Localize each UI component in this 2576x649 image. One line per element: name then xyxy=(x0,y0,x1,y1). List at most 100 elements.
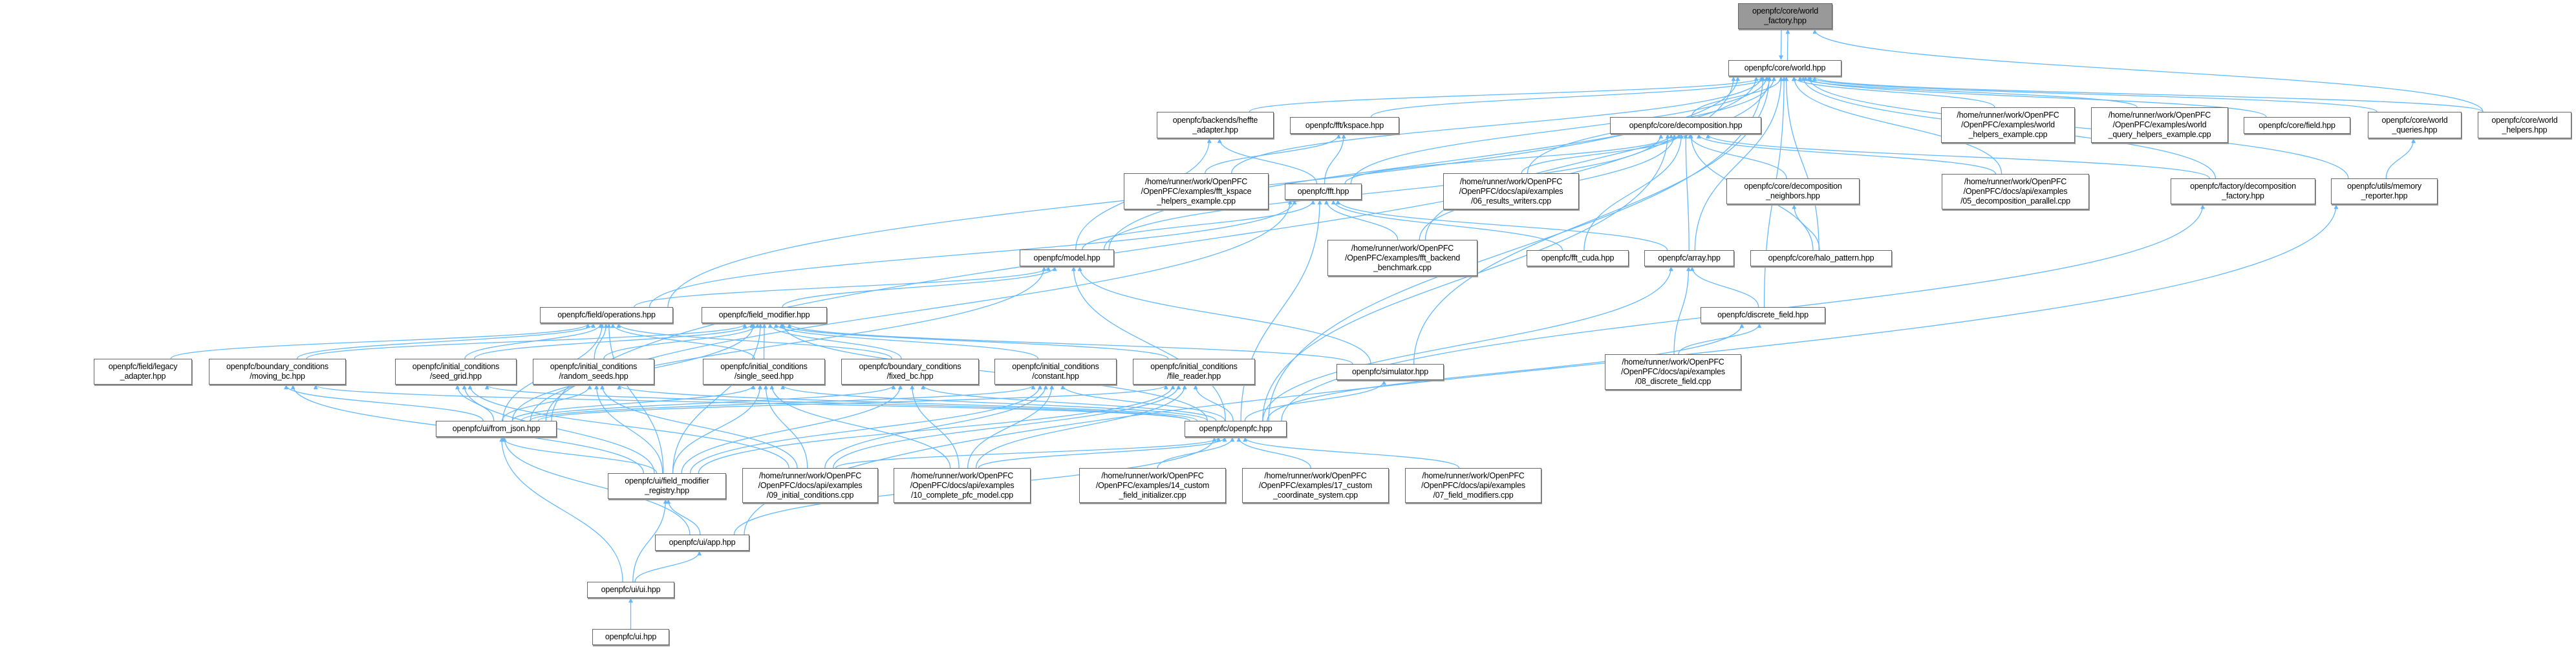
edge-model-to-decomp xyxy=(1103,134,1664,250)
graph-node-wf[interactable]: openpfc/core/world _factory.hpp xyxy=(1738,3,1832,29)
graph-node-fmod[interactable]: openpfc/field_modifier.hpp xyxy=(702,307,827,323)
graph-node-constant[interactable]: openpfc/initial_conditions /constant.hpp xyxy=(994,359,1117,385)
graph-node-memrep[interactable]: openpfc/utils/memory _reporter.hpp xyxy=(2331,178,2438,204)
edge-fromjson-to-model xyxy=(530,266,1047,421)
node-label: openpfc/fft.hpp xyxy=(1297,187,1349,196)
edge-ic09-to-single xyxy=(763,385,808,469)
graph-node-fm07[interactable]: /home/runner/work/OpenPFC /OpenPFC/docs/… xyxy=(1405,468,1541,503)
edge-memrep-to-wq xyxy=(2385,138,2416,179)
graph-node-ui[interactable]: openpfc/ui.hpp xyxy=(592,629,669,645)
edge-model-to-fft xyxy=(1082,200,1316,250)
graph-node-fixed[interactable]: openpfc/boundary_conditions /fixed_bc.hp… xyxy=(841,359,979,385)
edge-fmod-to-model xyxy=(782,266,1057,308)
edge-ops-to-model xyxy=(634,266,1051,308)
graph-node-dfield[interactable]: openpfc/discrete_field.hpp xyxy=(1701,307,1825,323)
graph-node-neigh[interactable]: openpfc/core/decomposition _neighbors.hp… xyxy=(1726,178,1860,204)
graph-node-halo[interactable]: openpfc/core/halo_pattern.hpp xyxy=(1750,250,1892,266)
graph-node-wh[interactable]: openpfc/core/world _helpers.hpp xyxy=(2478,112,2571,138)
edge-dec05-to-world xyxy=(1792,76,2002,175)
graph-node-bench[interactable]: /home/runner/work/OpenPFC /OpenPFC/examp… xyxy=(1327,240,1477,276)
graph-node-ops[interactable]: openpfc/field/operations.hpp xyxy=(540,307,673,323)
graph-node-c17[interactable]: /home/runner/work/OpenPFC /OpenPFC/examp… xyxy=(1242,468,1389,503)
graph-node-single[interactable]: openpfc/initial_conditions /single_seed.… xyxy=(703,359,825,385)
graph-node-sim[interactable]: openpfc/simulator.hpp xyxy=(1336,364,1444,380)
graph-node-app[interactable]: openpfc/ui/app.hpp xyxy=(655,535,749,551)
edge-fkhex-to-kspace xyxy=(1205,134,1341,174)
node-label: /home/runner/work/OpenPFC /OpenPFC/docs/… xyxy=(1421,471,1525,500)
edge-fromjson-to-random xyxy=(501,385,592,421)
graph-node-random[interactable]: openpfc/initial_conditions /random_seeds… xyxy=(533,359,654,385)
graph-node-world[interactable]: openpfc/core/world.hpp xyxy=(1728,60,1841,76)
node-label: openpfc/backends/heffte _adapter.hpp xyxy=(1172,115,1258,134)
graph-node-model[interactable]: openpfc/model.hpp xyxy=(1020,250,1114,266)
graph-node-moving[interactable]: openpfc/boundary_conditions /moving_bc.h… xyxy=(209,359,346,385)
node-label: /home/runner/work/OpenPFC /OpenPFC/docs/… xyxy=(758,471,863,500)
edge-openpfc-to-random xyxy=(617,385,1198,421)
edge-registry-to-fmod xyxy=(672,323,763,474)
graph-node-fkhex[interactable]: /home/runner/work/OpenPFC /OpenPFC/examp… xyxy=(1124,173,1269,209)
node-label: openpfc/ui/ui.hpp xyxy=(601,585,661,594)
node-label: /home/runner/work/OpenPFC /OpenPFC/docs/… xyxy=(1621,357,1725,386)
graph-node-openpfc[interactable]: openpfc/openpfc.hpp xyxy=(1185,421,1287,437)
edge-openpfc-to-sim xyxy=(1244,380,1386,421)
graph-node-decomp[interactable]: openpfc/core/decomposition.hpp xyxy=(1610,117,1761,134)
edge-halo-to-world xyxy=(1784,76,1819,251)
edge-openpfc-to-model xyxy=(1071,266,1226,421)
graph-node-whex[interactable]: /home/runner/work/OpenPFC /OpenPFC/examp… xyxy=(1941,107,2075,143)
node-label: /home/runner/work/OpenPFC /OpenPFC/examp… xyxy=(1095,471,1210,500)
node-label: openpfc/core/field.hpp xyxy=(2259,120,2335,130)
node-label: openpfc/array.hpp xyxy=(1658,253,1721,262)
node-label: openpfc/field/operations.hpp xyxy=(557,310,656,319)
edge-random-to-ops xyxy=(594,323,608,359)
graph-node-array[interactable]: openpfc/array.hpp xyxy=(1644,250,1734,266)
edge-registry-to-random xyxy=(594,385,663,474)
graph-node-cuda[interactable]: openpfc/fft_cuda.hpp xyxy=(1527,250,1629,266)
edge-filereader-to-fmod xyxy=(779,323,1169,359)
graph-node-wqhex[interactable]: /home/runner/work/OpenPFC /OpenPFC/examp… xyxy=(2091,107,2228,143)
graph-node-dec05[interactable]: /home/runner/work/OpenPFC /OpenPFC/docs/… xyxy=(1942,174,2089,209)
edge-fft-to-heffte xyxy=(1217,138,1318,184)
graph-node-df08[interactable]: /home/runner/work/OpenPFC /OpenPFC/docs/… xyxy=(1605,354,1741,390)
edge-uiui-to-registry xyxy=(632,499,668,582)
graph-node-ic09[interactable]: /home/runner/work/OpenPFC /OpenPFC/docs/… xyxy=(742,468,878,503)
node-label: /home/runner/work/OpenPFC /OpenPFC/examp… xyxy=(2108,111,2211,139)
edge-wq-to-world xyxy=(1808,76,2377,112)
edge-cuda-to-decomp xyxy=(1583,134,1684,251)
node-label: openpfc/boundary_conditions /moving_bc.h… xyxy=(226,362,328,381)
edge-fromjson-to-seedgrid xyxy=(455,385,495,421)
graph-node-wq[interactable]: openpfc/core/world _queries.hpp xyxy=(2368,112,2462,138)
edge-openpfc-to-moving xyxy=(314,385,1190,421)
graph-node-field[interactable]: openpfc/core/field.hpp xyxy=(2244,117,2350,134)
edge-fixed-to-ops xyxy=(616,323,892,359)
graph-node-kspace[interactable]: openpfc/fft/kspace.hpp xyxy=(1290,117,1399,134)
edge-whex-to-world xyxy=(1791,76,1995,108)
graph-node-pfc10[interactable]: /home/runner/work/OpenPFC /OpenPFC/docs/… xyxy=(894,468,1031,503)
graph-node-decfac[interactable]: openpfc/factory/decomposition _factory.h… xyxy=(2171,178,2315,204)
edge-fromjson-to-fixed xyxy=(521,385,896,421)
graph-node-filereader[interactable]: openpfc/initial_conditions /file_reader.… xyxy=(1133,359,1255,385)
node-label: openpfc/core/decomposition.hpp xyxy=(1629,120,1743,130)
graph-node-res06[interactable]: /home/runner/work/OpenPFC /OpenPFC/docs/… xyxy=(1443,173,1579,209)
node-label: openpfc/simulator.hpp xyxy=(1351,367,1429,376)
edge-decomp-to-world xyxy=(1691,76,1783,118)
graph-node-fromjson[interactable]: openpfc/ui/from_json.hpp xyxy=(436,421,557,437)
graph-node-seedgrid[interactable]: openpfc/initial_conditions /seed_grid.hp… xyxy=(395,359,517,385)
node-label: openpfc/utils/memory _reporter.hpp xyxy=(2347,182,2421,200)
edge-random-to-fmod xyxy=(603,323,760,359)
node-label: openpfc/core/world _helpers.hpp xyxy=(2491,115,2558,134)
graph-node-uiui[interactable]: openpfc/ui/ui.hpp xyxy=(587,582,674,598)
graph-node-c14[interactable]: /home/runner/work/OpenPFC /OpenPFC/examp… xyxy=(1079,468,1226,503)
graph-node-registry[interactable]: openpfc/ui/field_modifier _registry.hpp xyxy=(608,473,726,499)
edge-openpfc-to-single xyxy=(780,385,1208,421)
graph-node-heffte[interactable]: openpfc/backends/heffte _adapter.hpp xyxy=(1157,112,1274,138)
node-label: openpfc/core/world _queries.hpp xyxy=(2381,115,2448,134)
graph-node-legacy[interactable]: openpfc/field/legacy _adapter.hpp xyxy=(94,359,192,385)
node-label: openpfc/field/legacy _adapter.hpp xyxy=(108,362,178,381)
edge-registry-to-filereader xyxy=(698,385,1175,474)
edge-fft-to-kspace xyxy=(1324,134,1346,184)
node-label: /home/runner/work/OpenPFC /OpenPFC/docs/… xyxy=(910,471,1014,500)
edge-moving-to-ops xyxy=(296,323,596,359)
graph-node-fft[interactable]: openpfc/fft.hpp xyxy=(1285,184,1362,200)
node-label: /home/runner/work/OpenPFC /OpenPFC/examp… xyxy=(1957,111,2059,139)
